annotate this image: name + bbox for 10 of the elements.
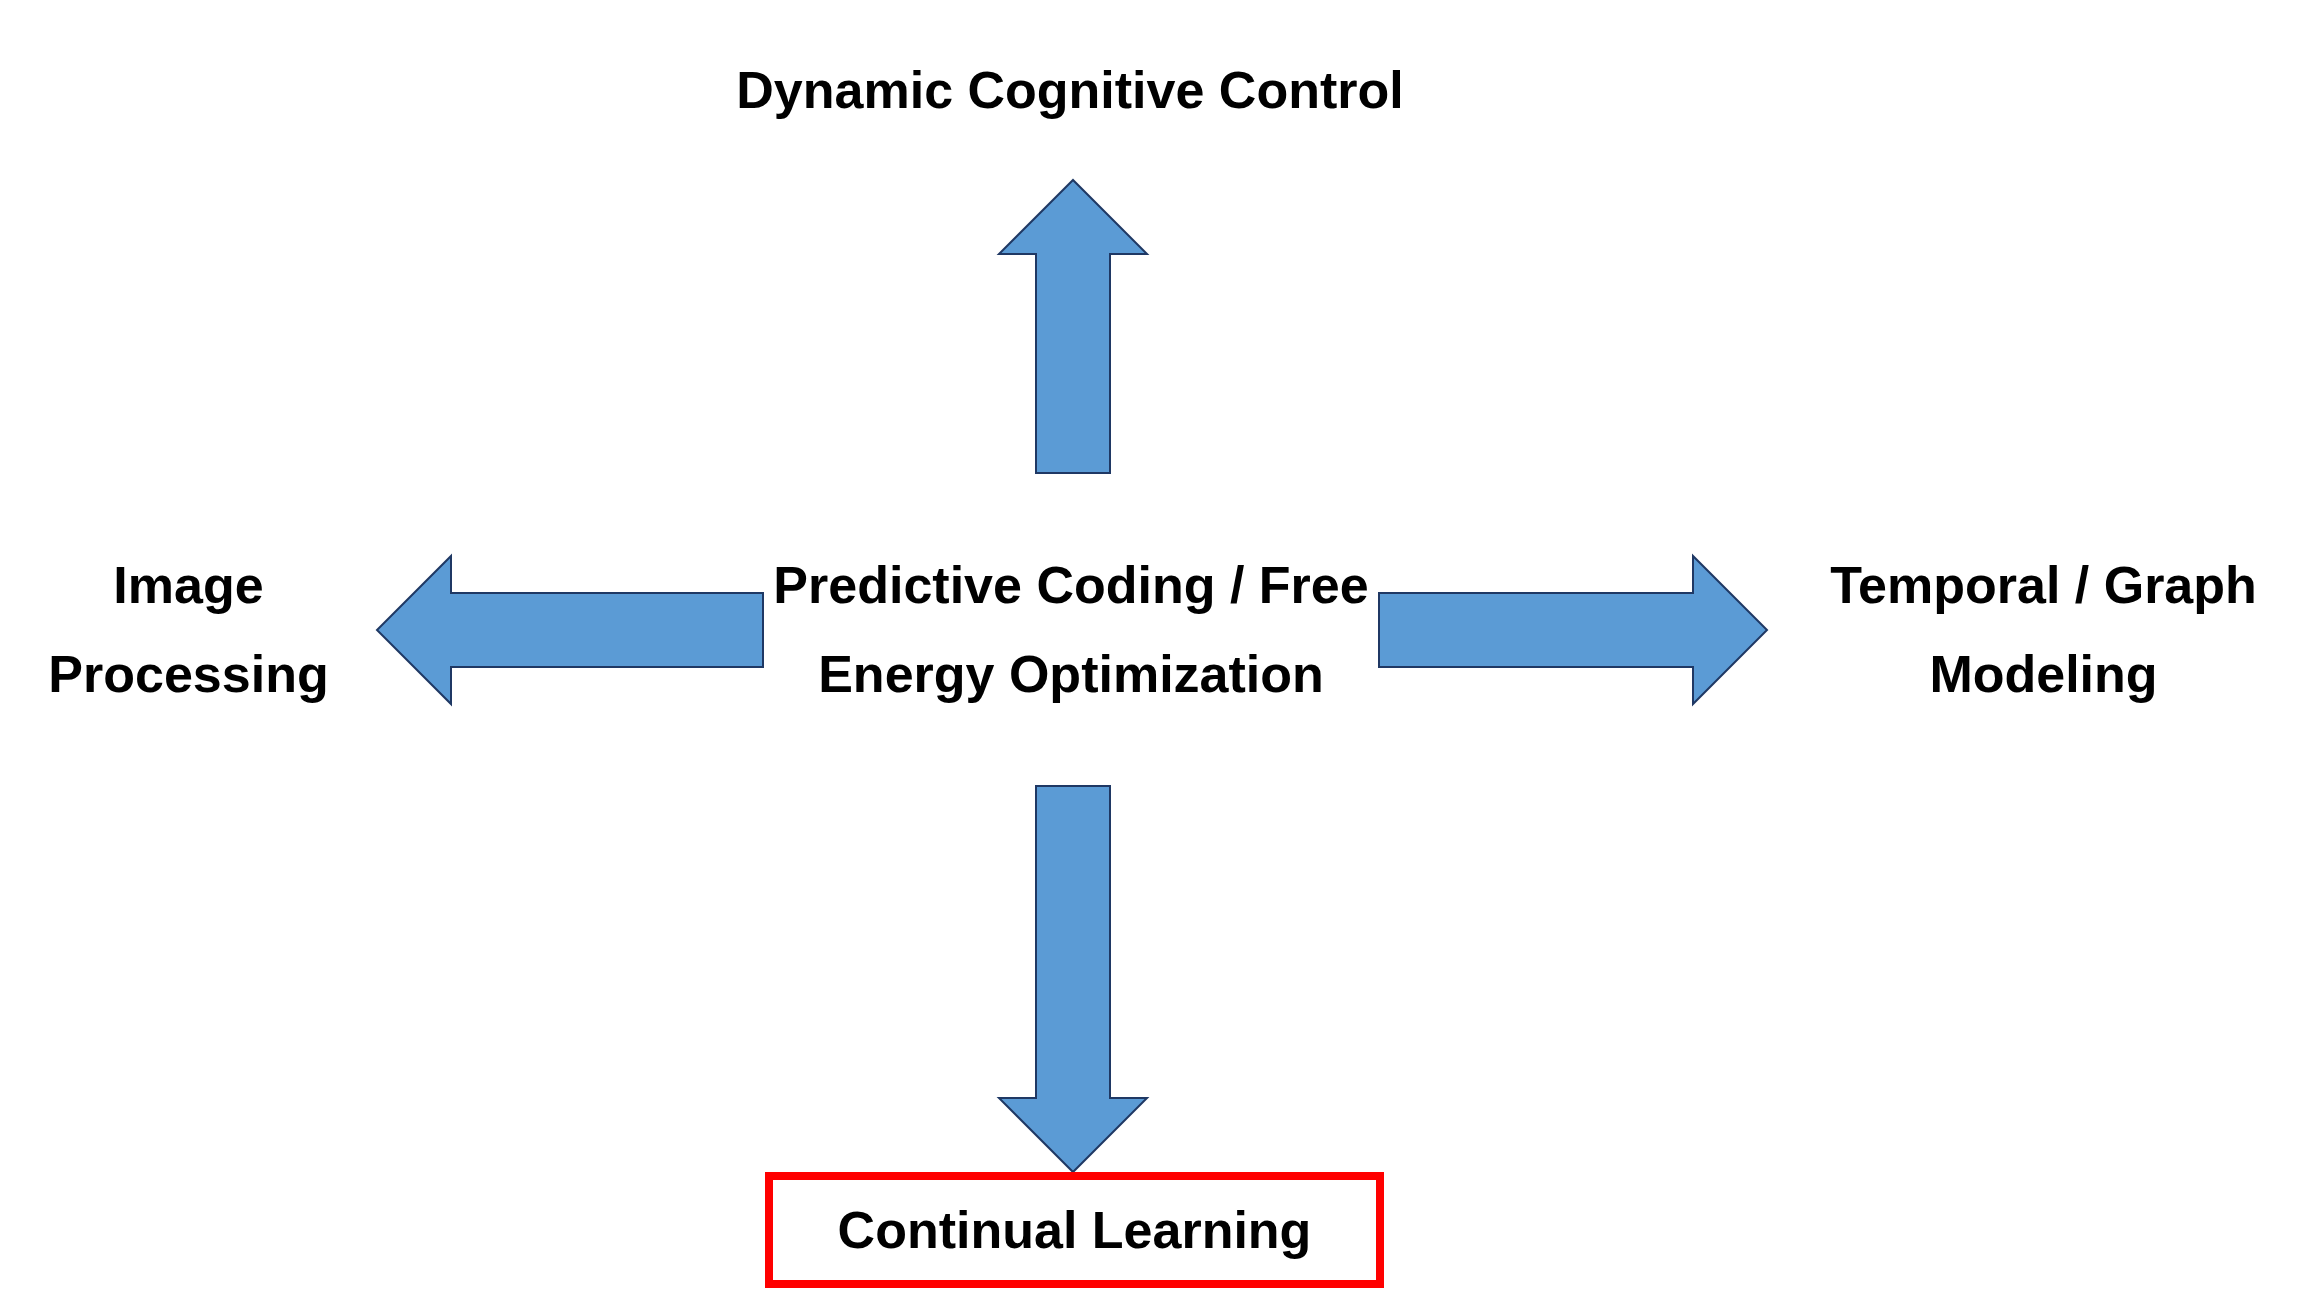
highlight-box xyxy=(765,1172,1384,1288)
node-label: Dynamic Cognitive Control xyxy=(736,59,1404,121)
node-label: Continual Learning xyxy=(837,1199,1312,1261)
node-label: Predictive Coding / Free Energy Optimization xyxy=(772,554,1370,705)
block-arrow xyxy=(996,785,1150,1174)
block-arrow xyxy=(1378,553,1769,707)
node-label: Image Processing xyxy=(47,555,330,705)
block-arrow xyxy=(375,553,764,707)
node-label: Temporal / Graph Modeling xyxy=(1829,555,2258,705)
block-arrow xyxy=(996,178,1150,474)
